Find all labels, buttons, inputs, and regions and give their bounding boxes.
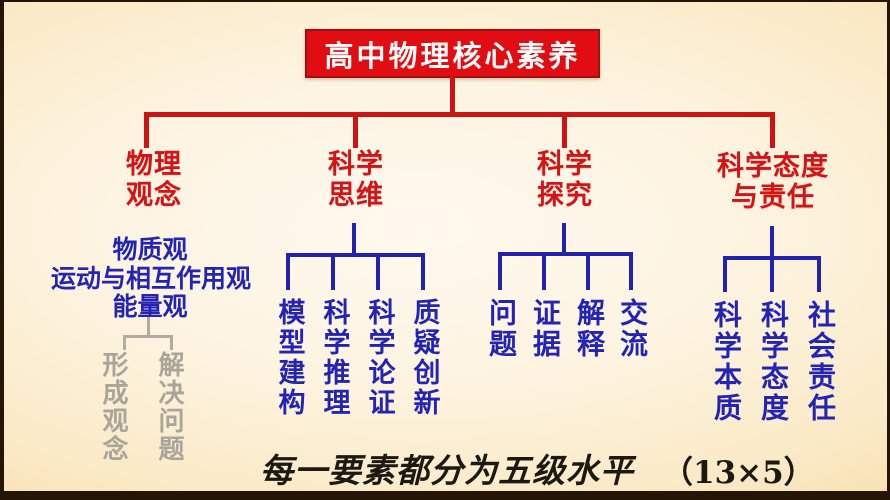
connector-inquiry-drop-1 <box>498 252 502 290</box>
item-model-building: 模型建构 <box>273 298 305 418</box>
connector-thinking-drop-3 <box>376 253 380 290</box>
connector-inquiry-bar <box>498 252 633 256</box>
connector-drop-physics-concepts <box>144 112 149 148</box>
branch-scientific-inquiry: 科学 探究 <box>537 149 593 210</box>
item-communication: 交流 <box>616 298 649 360</box>
connector-drop-attitude-responsibility <box>770 112 775 148</box>
item-scientific-attitude: 科学态度 <box>757 300 790 424</box>
item-energy-view: 能量观 <box>112 292 188 321</box>
outcome-solve-problems: 解决问题 <box>154 351 184 463</box>
item-explanation: 解释 <box>573 298 606 360</box>
item-scientific-argumentation: 科学论证 <box>363 298 395 418</box>
connector-root-bar <box>144 112 775 117</box>
connector-outcome-drop-left <box>123 335 126 350</box>
item-problem: 问题 <box>485 298 518 360</box>
connector-inquiry-drop-4 <box>629 252 633 290</box>
connector-drop-scientific-inquiry <box>562 112 567 148</box>
footer-count-note: （13×5） <box>662 455 815 491</box>
branch-physics-concepts: 物理 观念 <box>126 149 182 210</box>
connector-inquiry-drop-3 <box>586 252 590 290</box>
item-motion-interaction-view: 运动与相互作用观 <box>50 264 252 293</box>
connector-thinking-bar <box>286 253 425 257</box>
connector-thinking-drop-2 <box>331 253 335 290</box>
connector-attitude-drop-2 <box>770 256 774 292</box>
connector-thinking-drop-4 <box>421 253 425 290</box>
branch-scientific-thinking: 科学 思维 <box>328 149 384 210</box>
root-node: 高中物理核心素养 <box>305 29 600 78</box>
item-matter-view: 物质观 <box>112 235 188 264</box>
item-nature-of-science: 科学本质 <box>710 300 743 424</box>
footer-statement: 每一要素都分为五级水平 <box>260 451 634 490</box>
connector-outcome-stem <box>147 317 150 337</box>
connector-thinking-drop-1 <box>286 253 290 290</box>
root-title: 高中物理核心素养 <box>324 40 581 73</box>
item-evidence: 证据 <box>529 298 562 360</box>
connector-attitude-drop-1 <box>723 256 727 292</box>
connector-root-stem <box>450 76 455 116</box>
connector-attitude-drop-3 <box>817 256 821 292</box>
item-questioning-innovation: 质疑创新 <box>408 298 440 418</box>
outcome-form-concepts: 形成观念 <box>98 351 128 463</box>
item-scientific-reasoning: 科学推理 <box>318 298 350 418</box>
connector-thinking-stem <box>352 223 356 257</box>
connector-inquiry-stem <box>562 223 566 256</box>
branch-attitude-responsibility: 科学态度 与责任 <box>717 151 829 212</box>
connector-outcome-bar <box>123 335 173 338</box>
connector-outcome-drop-right <box>170 335 173 350</box>
item-social-responsibility: 社会责任 <box>804 300 837 424</box>
connector-attitude-stem <box>770 226 774 260</box>
connector-inquiry-drop-2 <box>542 252 546 290</box>
connector-drop-scientific-thinking <box>353 112 358 148</box>
